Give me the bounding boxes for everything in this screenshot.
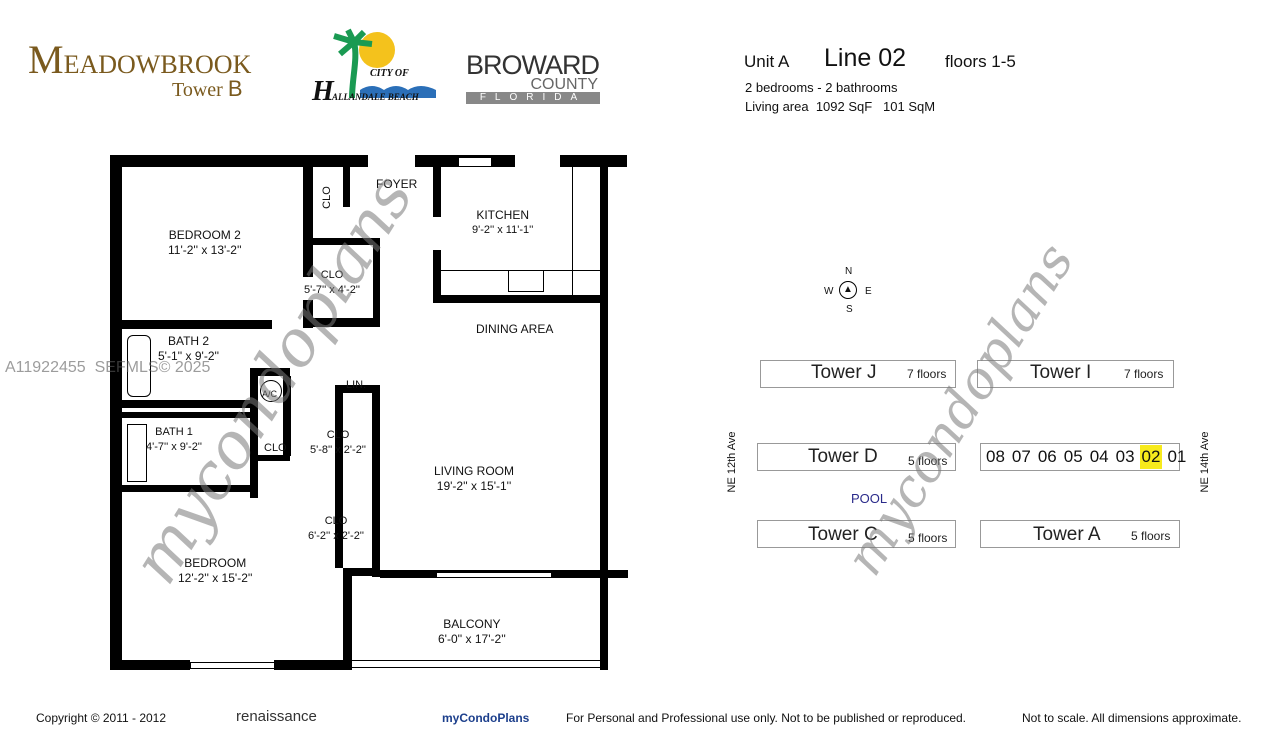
mls-watermark: A11922455 SEFMLS© 2025	[5, 359, 211, 376]
tower-word: Tower	[172, 79, 223, 101]
room-label: DINING AREA	[476, 322, 554, 336]
city-logo-letter: H	[312, 76, 334, 107]
copyright: Copyright © 2011 - 2012	[36, 711, 167, 725]
unit-line-06: 06	[1037, 447, 1057, 466]
county-logo-text: BROWARD	[466, 50, 600, 80]
compass-icon: ▲	[839, 281, 857, 299]
brand-watermark: mycondoplans	[118, 162, 429, 597]
street-label: NE 12th Ave	[726, 431, 738, 493]
county-logo-text: FLORIDA	[466, 92, 600, 104]
unit-line-01: 01	[1167, 447, 1187, 466]
unit-line-03: 03	[1115, 447, 1135, 466]
compass: N W E S ▲	[822, 266, 878, 316]
mycondoplans-logo: myCondoPlans	[442, 711, 530, 725]
unit-line-05: 05	[1063, 447, 1083, 466]
tower-letter: B	[227, 76, 243, 101]
unit-line-08: 08	[986, 447, 1005, 466]
room-label: LIN.	[346, 379, 367, 391]
room-label: FOYER	[376, 177, 418, 191]
unit-line-02: 02	[1139, 445, 1163, 469]
compass-s: S	[846, 304, 853, 315]
scale-notice: Not to scale. All dimensions approximate…	[1022, 711, 1242, 725]
street-label: NE 14th Ave	[1199, 431, 1211, 493]
room-label: A/C	[262, 389, 278, 399]
unit-line: Line 02	[824, 44, 907, 72]
county-logo-text: COUNTY	[530, 76, 598, 93]
compass-w: W	[824, 286, 834, 297]
room-label: CLO	[320, 186, 333, 209]
usage-notice: For Personal and Professional use only. …	[566, 711, 967, 725]
tower-label: Tower B	[172, 76, 243, 102]
unit-beds-baths: 2 bedrooms - 2 bathrooms	[745, 80, 898, 95]
unit-floors: floors 1-5	[945, 52, 1016, 71]
unit-line-07: 07	[1011, 447, 1031, 466]
compass-n: N	[845, 266, 853, 277]
room-label: CLO	[264, 442, 287, 454]
brand-title: MEADOWBROOK	[28, 36, 251, 83]
city-logo-text: ALLANDALE BEACH	[332, 92, 419, 102]
compass-e: E	[865, 286, 872, 297]
renaissance-logo: renaissance	[236, 708, 317, 725]
unit-living-area: Living area 1092 SqF 101 SqM	[745, 99, 936, 114]
unit-line-04: 04	[1089, 447, 1109, 466]
brand-initial: M	[28, 37, 64, 82]
pool-label: POOL	[851, 491, 888, 506]
palm-sun-icon	[333, 28, 436, 99]
brand-name: EADOWBROOK	[63, 50, 252, 79]
unit-name: Unit A	[744, 52, 790, 71]
county-logo: BROWARD COUNTY FLORIDA	[466, 52, 600, 104]
city-logo-text: CITY OF	[370, 68, 409, 79]
city-logo: CITY OF H ALLANDALE BEACH	[312, 28, 440, 107]
